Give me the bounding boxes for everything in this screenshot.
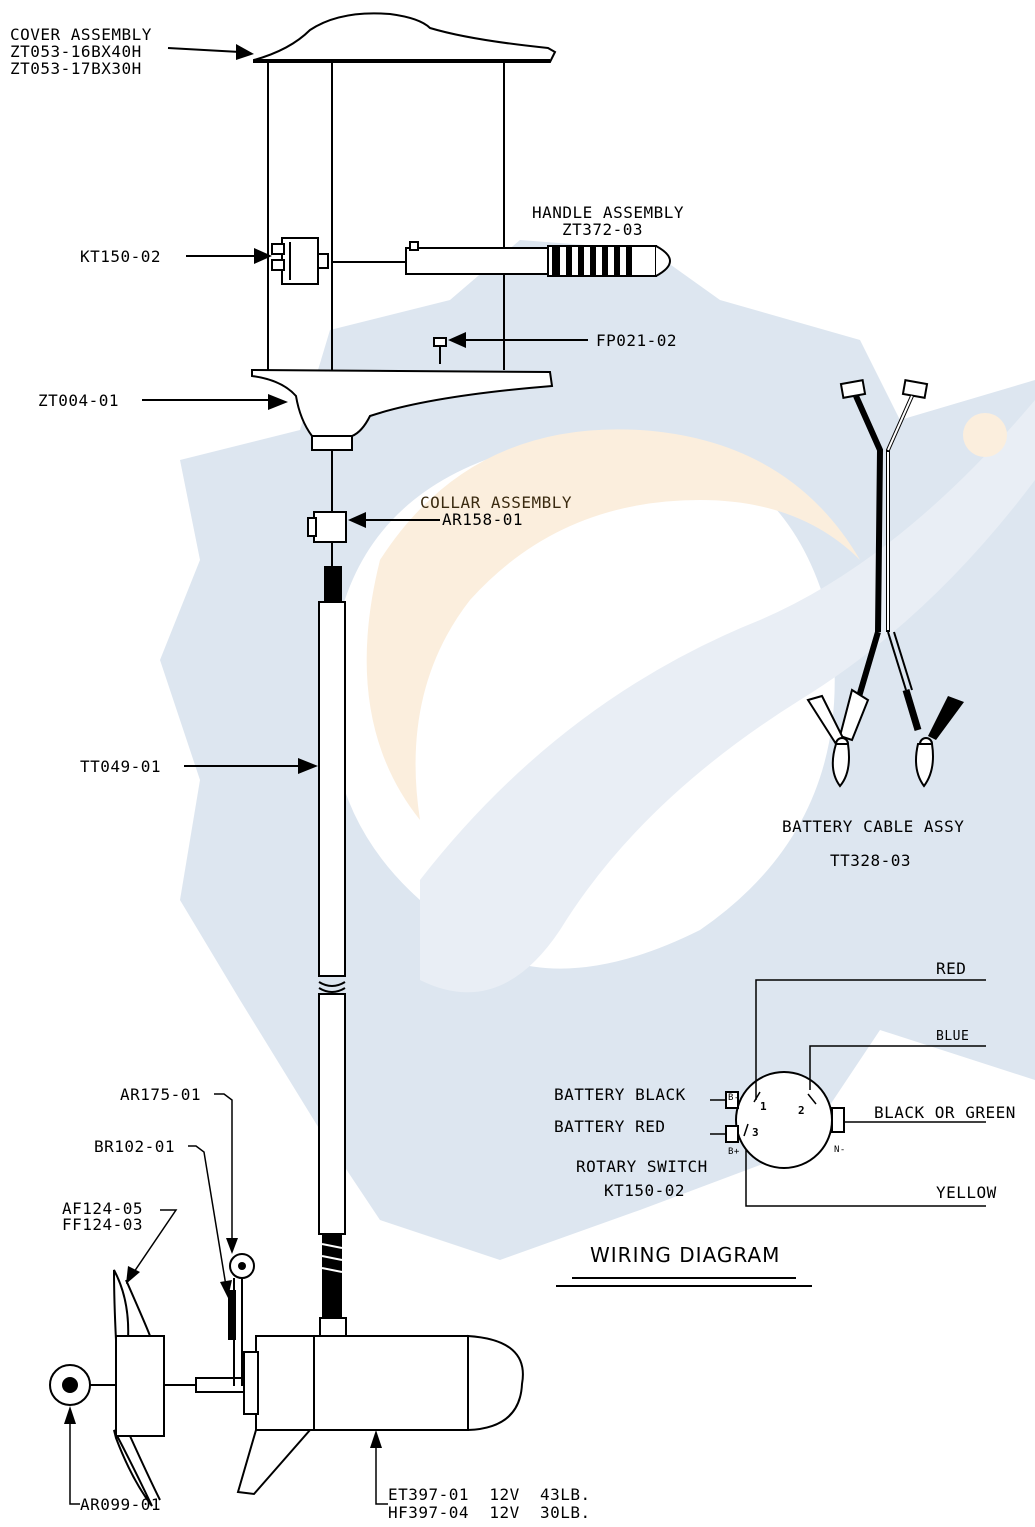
- wire-red-label: RED: [936, 959, 966, 978]
- wire-yellow-label: YELLOW: [936, 1183, 997, 1202]
- watermark-dot: [963, 413, 1007, 457]
- label-handle-part: ZT372-03: [562, 220, 643, 239]
- motor-skeg: [236, 1429, 313, 1496]
- shaft-tube-lower: [318, 993, 346, 1235]
- cover-dome: [253, 12, 557, 63]
- clamp-left: [806, 688, 870, 788]
- handle-assembly: [332, 241, 671, 277]
- label-collar-assembly: COLLAR ASSEMBLY: [420, 493, 572, 512]
- label-fp021: FP021-02: [596, 331, 677, 350]
- terminal-1: 1: [760, 1100, 767, 1113]
- battery-cable: [806, 379, 964, 788]
- rotary-switch-label: ROTARY SWITCH: [576, 1157, 708, 1176]
- terminal-2: 2: [798, 1104, 805, 1117]
- part-labels: COVER ASSEMBLY ZT053-16BX40H ZT053-17BX3…: [10, 25, 964, 1522]
- label-handle-assembly: HANDLE ASSEMBLY: [532, 203, 684, 222]
- pin-br102: [228, 1290, 236, 1340]
- screw-fp021: [433, 337, 447, 364]
- wiring-labels: RED BLUE BLACK OR GREEN YELLOW BATTERY B…: [554, 959, 1016, 1267]
- nut-ar099: [49, 1364, 91, 1406]
- label-ar099: AR099-01: [80, 1495, 161, 1514]
- rotary-switch-body: [735, 1071, 833, 1169]
- watermark-swoosh: [366, 429, 860, 820]
- wiring-diagram-title: WIRING DIAGRAM: [590, 1243, 780, 1267]
- label-motor-1: ET397-01 12V 43LB.: [388, 1485, 591, 1504]
- handle-grip: [547, 245, 671, 277]
- head-body: [251, 368, 554, 437]
- label-cover-assembly: COVER ASSEMBLY: [10, 25, 152, 44]
- label-ff124: FF124-03: [62, 1215, 143, 1234]
- leader-lines: [64, 44, 588, 1505]
- label-zt004: ZT004-01: [38, 391, 119, 410]
- label-battery-cable: BATTERY CABLE ASSY: [782, 817, 964, 836]
- motor-endcap: [467, 1334, 524, 1432]
- wire-blue-label: BLUE: [936, 1029, 969, 1044]
- label-kt150: KT150-02: [80, 247, 161, 266]
- label-cover-part-1: ZT053-16BX40H: [10, 42, 142, 61]
- rotary-switch-part: KT150-02: [604, 1181, 685, 1200]
- label-collar-part: AR158-01: [442, 510, 523, 529]
- terminal-n-minus: N-: [834, 1145, 846, 1155]
- label-br102: BR102-01: [94, 1137, 175, 1156]
- label-cover-part-2: ZT053-17BX30H: [10, 59, 142, 78]
- wire-battery-red-label: BATTERY RED: [554, 1117, 665, 1136]
- propeller: [113, 1269, 165, 1507]
- motor: [90, 1317, 524, 1496]
- watermark-logo: [160, 240, 1035, 1260]
- label-motor-2: HF397-04 12V 30LB.: [388, 1503, 591, 1522]
- shaft-assembly: [307, 450, 347, 1318]
- label-ar175: AR175-01: [120, 1085, 201, 1104]
- collar: [313, 511, 347, 543]
- wiring-diagram: [556, 979, 986, 1287]
- clamp-right: [902, 688, 964, 788]
- label-af124: AF124-05: [62, 1199, 143, 1218]
- cover-assembly: [253, 12, 557, 370]
- terminal-b-plus: B+: [728, 1147, 740, 1157]
- label-battery-cable-part: TT328-03: [830, 851, 911, 870]
- shaft-tube-upper: [318, 601, 346, 977]
- wire-battery-black-label: BATTERY BLACK: [554, 1085, 686, 1104]
- motor-housing: [255, 1335, 469, 1431]
- watermark-gear: [160, 240, 1035, 1260]
- label-tt049: TT049-01: [80, 757, 161, 776]
- terminal-b-minus: B-: [728, 1093, 740, 1103]
- switch-kt150: [271, 237, 329, 285]
- terminal-3: 3: [752, 1126, 759, 1139]
- wire-black-green-label: BLACK OR GREEN: [874, 1103, 1016, 1122]
- watermark-fish: [420, 400, 1035, 993]
